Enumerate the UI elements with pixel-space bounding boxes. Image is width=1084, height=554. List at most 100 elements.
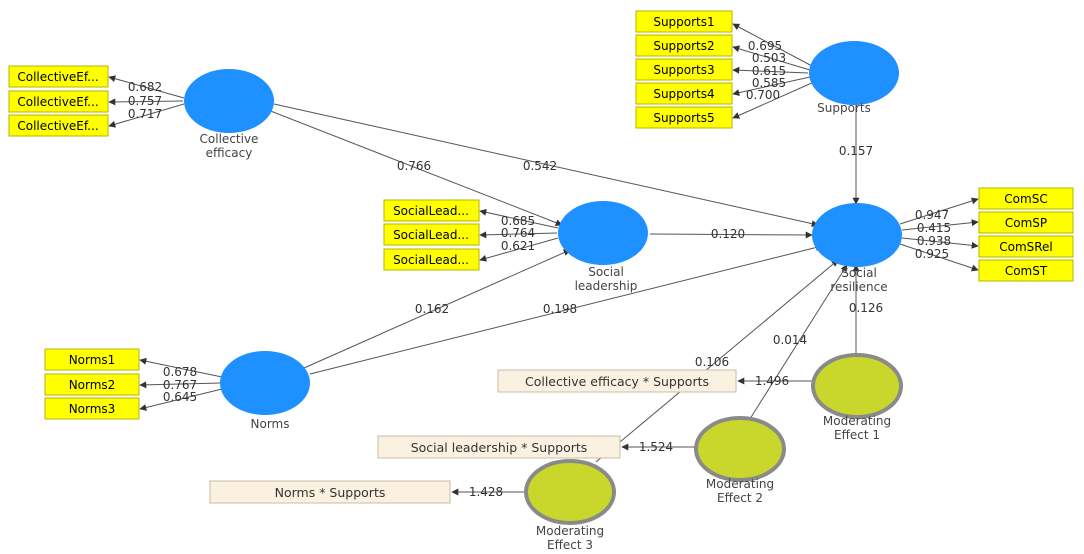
interaction-term-ce-supports[interactable] bbox=[497, 369, 737, 393]
edge-sl3 bbox=[479, 237, 559, 262]
path-coefficients: 0.766 0.542 0.120 0.162 0.198 0.157 0.12… bbox=[397, 144, 883, 369]
edge-supports4 bbox=[732, 76, 811, 97]
loading-supports4: 0.585 bbox=[752, 76, 786, 90]
social-resilience-indicators: ComSC ComSP ComSRel ComST bbox=[978, 187, 1074, 282]
indicator-label: Supports4 bbox=[653, 87, 714, 101]
indicator-label: SocialLead... bbox=[393, 228, 469, 242]
indicator-box[interactable] bbox=[44, 348, 140, 371]
coef-sl-to-sr: 0.120 bbox=[711, 227, 745, 241]
interaction-term-label: Collective efficacy * Supports bbox=[525, 374, 709, 389]
social-leadership-label-2: leadership bbox=[575, 279, 638, 293]
indicator-box[interactable] bbox=[978, 235, 1074, 258]
social-leadership-label-1: Social bbox=[588, 265, 624, 279]
coef-mod3-to-sr: 0.106 bbox=[695, 355, 729, 369]
coef-mod2-to-sr: 0.014 bbox=[773, 333, 807, 347]
path-ce-to-sr bbox=[273, 103, 819, 228]
indicator-box[interactable] bbox=[978, 211, 1074, 234]
indicator-box[interactable] bbox=[635, 106, 733, 129]
edge-sl1 bbox=[479, 208, 559, 229]
indicator-box[interactable] bbox=[44, 397, 140, 420]
moderating-effect-2-label-2: Effect 2 bbox=[717, 491, 763, 505]
loading-ce1: 0.682 bbox=[128, 80, 162, 94]
loading-supports5: 0.700 bbox=[746, 88, 780, 102]
moderating-effect-2-node[interactable] bbox=[694, 416, 786, 482]
collective-efficacy-indicators: CollectiveEf... CollectiveEf... Collecti… bbox=[8, 65, 109, 137]
indicator-label: SocialLead... bbox=[393, 204, 469, 218]
moderating-effect-1-label-2: Effect 1 bbox=[834, 428, 880, 442]
edge-norms2 bbox=[139, 381, 222, 389]
indicator-label: Supports3 bbox=[653, 63, 714, 77]
edge-supports1 bbox=[732, 23, 813, 67]
coef-supports-to-sr: 0.157 bbox=[839, 144, 873, 158]
indicator-box[interactable] bbox=[635, 10, 733, 33]
indicator-label: Supports5 bbox=[653, 111, 714, 125]
indicator-box[interactable] bbox=[8, 90, 109, 113]
loading-sl3: 0.621 bbox=[501, 239, 535, 253]
indicator-box[interactable] bbox=[383, 223, 480, 246]
edge-sl2 bbox=[479, 231, 558, 239]
edge-ce2 bbox=[108, 98, 184, 106]
indicator-box[interactable] bbox=[978, 259, 1074, 282]
measurement-edges bbox=[108, 23, 979, 496]
social-resilience-label-1: Social bbox=[841, 266, 877, 280]
latent-nodes bbox=[184, 41, 903, 525]
indicator-box[interactable] bbox=[383, 199, 480, 222]
moderating-effect-3-label-2: Effect 3 bbox=[547, 538, 593, 552]
supports-node[interactable] bbox=[809, 41, 899, 105]
coef-mod1-to-sr: 0.126 bbox=[849, 301, 883, 315]
path-mod2-to-sr bbox=[747, 264, 848, 423]
indicator-label: ComSRel bbox=[999, 240, 1053, 254]
indicator-box[interactable] bbox=[383, 248, 480, 271]
edge-norms1 bbox=[139, 357, 223, 378]
indicator-box[interactable] bbox=[635, 58, 733, 81]
collective-efficacy-node[interactable] bbox=[184, 69, 274, 133]
indicator-box[interactable] bbox=[978, 187, 1074, 210]
indicator-box[interactable] bbox=[635, 34, 733, 57]
indicator-box[interactable] bbox=[44, 373, 140, 396]
indicator-box[interactable] bbox=[8, 114, 109, 137]
loading-supports1: 0.695 bbox=[748, 39, 782, 53]
social-leadership-node[interactable] bbox=[558, 201, 648, 265]
interaction-term-sl-supports[interactable] bbox=[377, 435, 621, 459]
moderating-effect-3-node[interactable] bbox=[524, 459, 616, 525]
edge-comst bbox=[899, 243, 979, 272]
path-norms-to-sr bbox=[309, 244, 823, 375]
loading-comsc: 0.947 bbox=[915, 208, 949, 222]
indicator-label: CollectiveEf... bbox=[17, 70, 98, 84]
indicator-label: SocialLead... bbox=[393, 253, 469, 267]
loading-comsp: 0.415 bbox=[917, 221, 951, 235]
collective-efficacy-label-2: efficacy bbox=[206, 146, 253, 160]
indicator-box[interactable] bbox=[8, 65, 109, 88]
social-resilience-node[interactable] bbox=[812, 203, 902, 267]
norms-node[interactable] bbox=[220, 351, 310, 415]
loading-sl1: 0.685 bbox=[501, 214, 535, 228]
edge-norms3 bbox=[139, 388, 223, 411]
indicator-label: ComSP bbox=[1005, 216, 1047, 230]
coef-norms-to-sl: 0.162 bbox=[415, 302, 449, 316]
edge-ce1 bbox=[108, 75, 185, 99]
loading-sl-supports: 1.524 bbox=[639, 440, 673, 454]
moderating-effect-1-node[interactable] bbox=[811, 353, 903, 419]
interaction-term-label: Norms * Supports bbox=[275, 485, 386, 500]
interaction-term-norms-supports[interactable] bbox=[209, 480, 451, 504]
edge-comsp bbox=[901, 219, 979, 231]
indicator-label: Norms2 bbox=[69, 378, 116, 392]
loading-ce3: 0.717 bbox=[128, 107, 162, 121]
indicator-label: CollectiveEf... bbox=[17, 119, 98, 133]
edge-supports5 bbox=[732, 81, 815, 119]
interaction-terms: Collective efficacy * Supports Social le… bbox=[209, 369, 737, 504]
path-ce-to-sl bbox=[267, 109, 563, 226]
edge-supports3 bbox=[732, 66, 809, 74]
indicator-label: Supports2 bbox=[653, 39, 714, 53]
indicator-box[interactable] bbox=[635, 82, 733, 105]
path-norms-to-sl bbox=[303, 249, 571, 369]
social-leadership-indicators: SocialLead... SocialLead... SocialLead..… bbox=[383, 199, 480, 271]
indicator-label: Supports1 bbox=[653, 15, 714, 29]
loading-labels: 0.695 0.503 0.615 0.585 0.700 0.682 0.75… bbox=[128, 39, 951, 499]
loading-supports2: 0.503 bbox=[752, 51, 786, 65]
loading-ce2: 0.757 bbox=[128, 94, 162, 108]
norms-label: Norms bbox=[251, 417, 290, 431]
indicator-label: CollectiveEf... bbox=[17, 95, 98, 109]
supports-label: Supports bbox=[817, 101, 871, 115]
